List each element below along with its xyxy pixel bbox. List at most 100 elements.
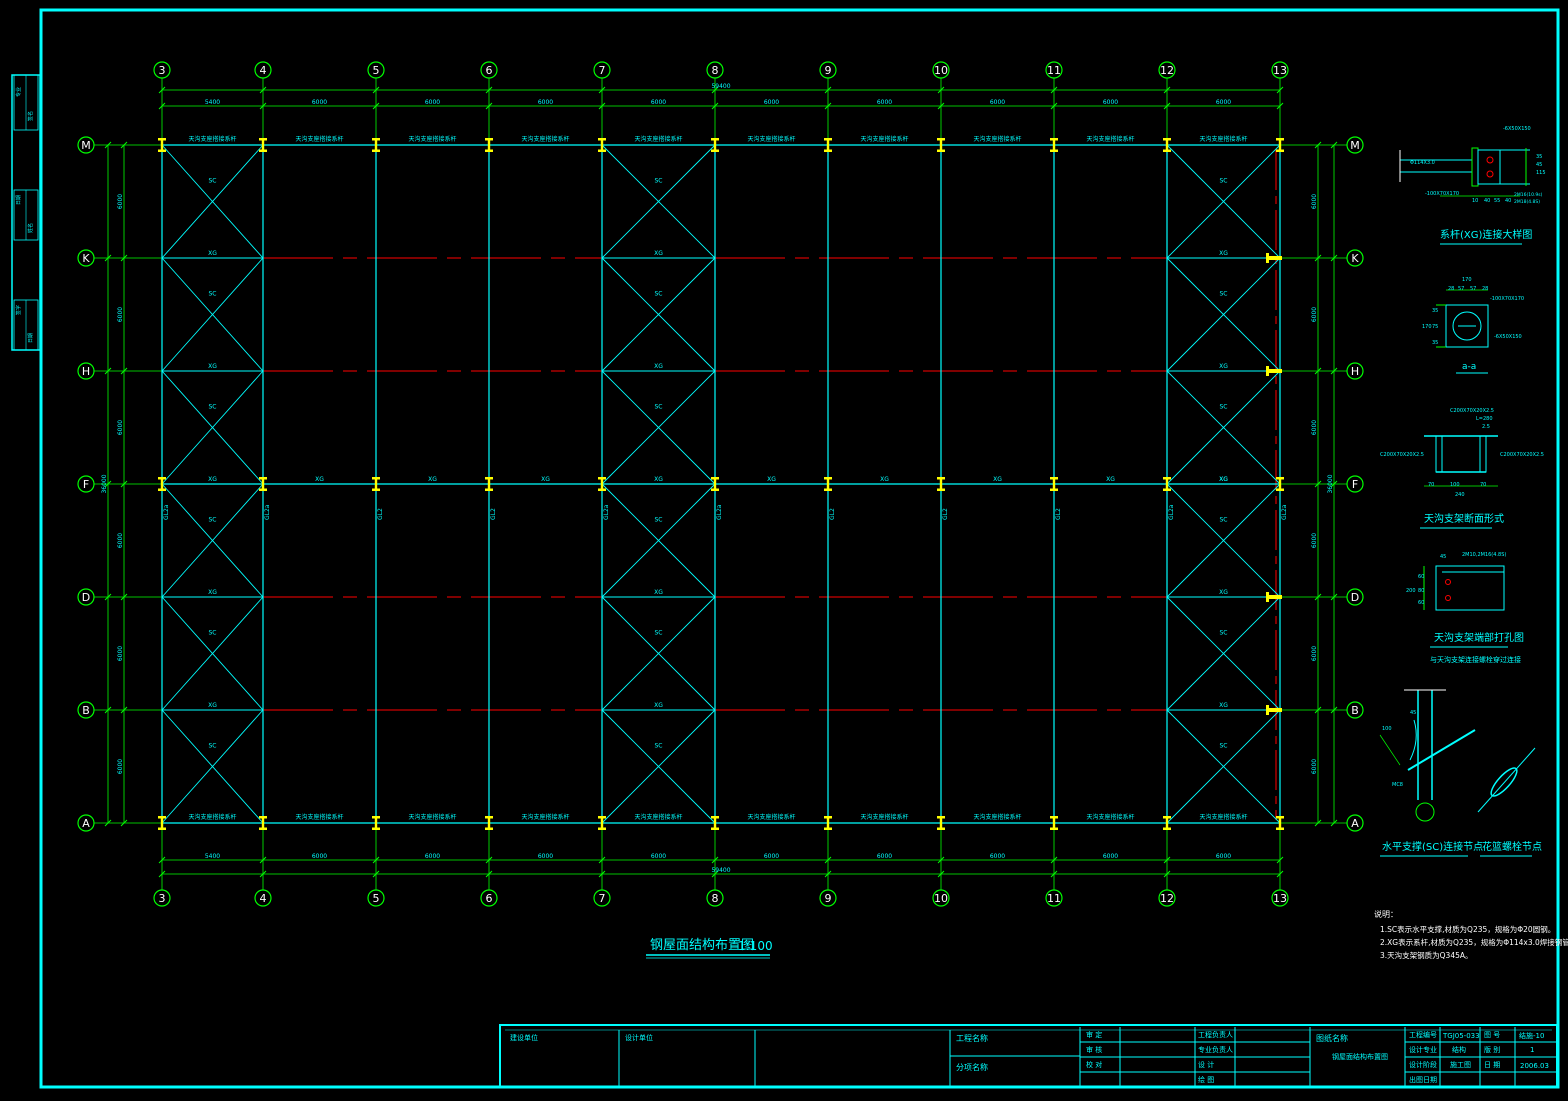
dim-tick-bottom (824, 856, 832, 864)
label-sc: SC (209, 291, 217, 298)
label-sc: SC (655, 404, 663, 411)
column-web (826, 817, 830, 829)
tb-date: 2006.03 (1520, 1062, 1549, 1070)
label-xg: XG (654, 702, 663, 709)
dim-tick-left (120, 367, 128, 375)
label-gutter-tie-bottom: 天沟支座搭接系杆 (408, 813, 456, 821)
tb-sub-project: 分项名称 (956, 1062, 988, 1072)
stamp-label: 日期 (16, 195, 22, 205)
dim-tick-left (120, 706, 128, 714)
dim-bay-label-left: 6000 (117, 759, 124, 774)
label-gutter-tie-bottom: 天沟支座搭接系杆 (973, 813, 1021, 821)
column-web (713, 139, 717, 151)
tb-project-no-label: 工程编号 (1409, 1030, 1437, 1039)
dim-tick-left (104, 367, 112, 375)
detail-note: 28 (1482, 286, 1488, 292)
column-marker-5-A (372, 816, 380, 830)
grid-bubble-label-7: 7 (599, 64, 606, 77)
dim-tick-left (104, 593, 112, 601)
detail-note: 80 (1418, 588, 1424, 594)
grid-bubble-label-11: 11 (1047, 64, 1061, 77)
tb-review: 审 定 (1086, 1030, 1102, 1039)
grid-bubble-3 (153, 61, 171, 79)
label-xg: XG (654, 363, 663, 370)
grid-bubble-label-4: 4 (260, 64, 267, 77)
brace-7-F-b (601, 483, 716, 598)
label-xg: XG (208, 476, 217, 483)
label-beam-9: GL2 (829, 508, 836, 520)
label-gutter-tie-top: 天沟支座搭接系杆 (521, 135, 569, 143)
grid-bubble-F (77, 475, 95, 493)
grid-bubble-label-M: M (1350, 139, 1360, 152)
grid-bubble-label-F: F (1352, 478, 1358, 491)
grid-bubble-label-11: 11 (1047, 892, 1061, 905)
grid-bubble-label-K: K (82, 252, 90, 265)
grid-bubble-K (77, 249, 95, 267)
brace-12-M-b (1166, 144, 1281, 259)
dim-label-bottom: 6000 (877, 853, 892, 860)
column-marker-13-A (1276, 816, 1284, 830)
grid-bubble-label-D: D (82, 591, 90, 604)
dim-tick-left (120, 480, 128, 488)
tb-construction-unit: 建设单位 (510, 1033, 538, 1042)
tb-discipline-label: 设计专业 (1409, 1045, 1437, 1054)
brace-12-D-b (1166, 596, 1281, 711)
tb-project-no: TGJ05-033 (1442, 1032, 1480, 1040)
dim-label-top: 6000 (538, 99, 553, 106)
dim-tick-left (120, 819, 128, 827)
detail-title-sc-connection: 水平支撑(SC)连接节点 (1382, 840, 1483, 853)
member-labels: SCXGSCXGSCXGSCXGSCXGSCSCXGSCXGSCXGSCXGSC… (101, 83, 1334, 874)
dim-tick-bottom (1050, 870, 1058, 878)
column-web (160, 817, 164, 829)
grid-bubble-label-F: F (83, 478, 89, 491)
dim-label-top: 6000 (764, 99, 779, 106)
dim-tick-left (104, 141, 112, 149)
tb-project-name: 工程名称 (956, 1033, 988, 1043)
title-block: 建设单位 设计单位 工程名称 分项名称 审 定 审 核 校 对 工程负责人 专业… (499, 1024, 1558, 1088)
grid-bubble-H (1346, 362, 1364, 380)
dim-bay-label-right: 6000 (1311, 759, 1318, 774)
grid-bubble-label-6: 6 (486, 892, 493, 905)
label-xg: XG (1219, 250, 1228, 257)
label-gutter-tie-bottom: 天沟支座搭接系杆 (1199, 813, 1247, 821)
grid-bubble-label-A: A (1351, 817, 1359, 830)
detail-note: 40 (1505, 198, 1511, 204)
label-sc: SC (1220, 178, 1228, 185)
bracket-end (1266, 705, 1269, 715)
column-web (1165, 478, 1169, 490)
grid-bubble-K (1346, 249, 1364, 267)
label-gutter-tie-bottom: 天沟支座搭接系杆 (747, 813, 795, 821)
grid-bubble-A (77, 814, 95, 832)
detail-note: 170 (1462, 277, 1472, 283)
column-marker-10-A (937, 816, 945, 830)
detail-note: -6X50X150 (1494, 334, 1522, 340)
brace-7-M-b (601, 144, 716, 259)
column-web (939, 478, 943, 490)
tb-stage: 施工图 (1450, 1060, 1471, 1069)
dim-tick-right (1330, 819, 1338, 827)
detail-turnbuckle: 花篮螺栓节点 (1477, 747, 1542, 857)
column-web (600, 139, 604, 151)
grid-bubble-5 (367, 61, 385, 79)
detail-note: 60 (1418, 600, 1424, 606)
detail-title-xg: 系杆(XG)连接大样图 (1440, 228, 1532, 241)
dim-label-top: 5400 (205, 99, 220, 106)
grid-bubble-label-8: 8 (712, 64, 719, 77)
column-web (826, 478, 830, 490)
grid-bubble-H (77, 362, 95, 380)
label-gutter-tie-top: 天沟支座搭接系杆 (973, 135, 1021, 143)
label-gutter-tie-bottom: 天沟支座搭接系杆 (521, 813, 569, 821)
dim-tick-bottom (372, 870, 380, 878)
tb-stage-label: 设计阶段 (1409, 1060, 1437, 1069)
dim-tick-right (1330, 480, 1338, 488)
note-item-1: 1.SC表示水平支撑,材质为Q235，规格为Φ20圆钢。 (1380, 924, 1555, 934)
grid-bubble-A (1346, 814, 1364, 832)
dim-bay-label-right: 6000 (1311, 646, 1318, 661)
dim-tick-top (485, 102, 493, 110)
label-xg: XG (654, 589, 663, 596)
drawing-scale: 1:100 (738, 939, 773, 953)
dim-tick-right (1330, 593, 1338, 601)
column-web (374, 139, 378, 151)
detail-note: 57 (1458, 286, 1464, 292)
column-marker-10-M (937, 138, 945, 152)
